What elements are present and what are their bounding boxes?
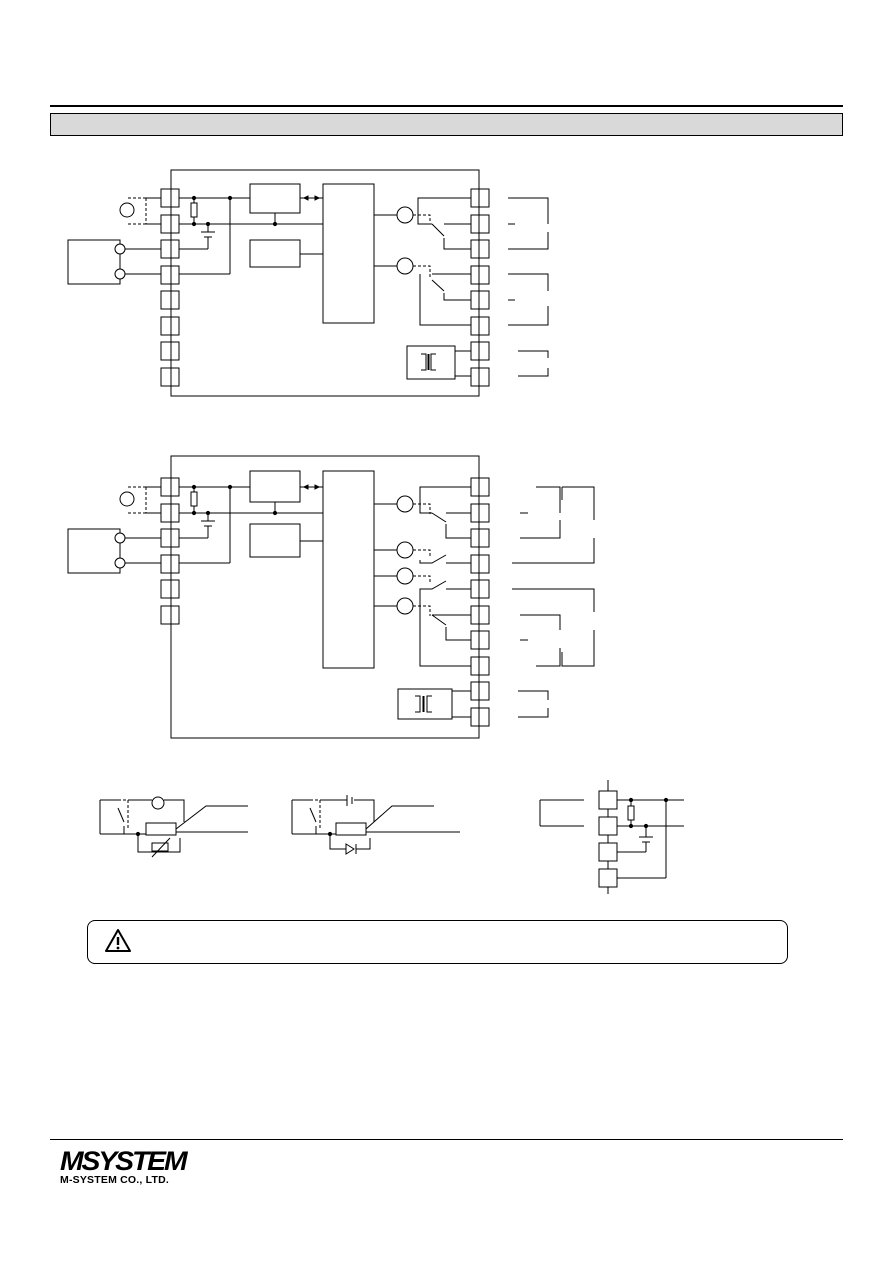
power-circuit-block: [249, 239, 301, 268]
relay-coil: [396, 495, 414, 513]
company-name: M-SYSTEM CO., LTD.: [60, 1174, 169, 1186]
processing-block: [322, 183, 375, 324]
relay-coil: [396, 597, 414, 615]
header-rule: [50, 105, 843, 107]
connection-diagram-2: [67, 455, 595, 739]
input-terminals: [160, 188, 180, 387]
unit-outline: [170, 455, 480, 739]
relay-coil: [396, 257, 414, 275]
external-device-box: [67, 528, 121, 574]
output-terminals: [470, 188, 490, 387]
potentiometer: [335, 822, 367, 836]
sensor-symbol: [119, 202, 135, 218]
input-terminals: [160, 477, 180, 625]
wiring-example-2: [291, 795, 460, 855]
warning-box: [87, 920, 788, 964]
connection-diagram-1: [67, 169, 549, 397]
section-title-bar: [50, 113, 843, 136]
resistor: [190, 202, 198, 218]
thermistor: [151, 842, 169, 852]
wiring-example-1: [99, 796, 248, 858]
resistor: [190, 491, 198, 507]
warning-triangle-icon: [105, 929, 131, 952]
processing-block: [322, 470, 375, 669]
relay-coil: [396, 541, 414, 559]
resistor: [627, 805, 635, 821]
isolation-block: [397, 688, 453, 720]
relay-coil: [396, 567, 414, 585]
input-circuit-block: [249, 183, 301, 214]
unit-outline: [170, 169, 480, 397]
company-logo: MSYSTEM M-SYSTEM CO., LTD.: [60, 1148, 188, 1187]
footer-rule: [50, 1139, 843, 1140]
external-device-box: [67, 239, 121, 285]
input-circuit-block: [249, 470, 301, 503]
potentiometer: [145, 822, 177, 836]
power-circuit-block: [249, 523, 301, 558]
wiring-example-3: [539, 780, 684, 894]
sensor-symbol: [119, 491, 135, 507]
isolation-block: [406, 345, 456, 380]
logo-mark: MSYSTEM: [60, 1146, 188, 1176]
relay-coil: [396, 206, 414, 224]
output-terminals: [470, 477, 490, 727]
